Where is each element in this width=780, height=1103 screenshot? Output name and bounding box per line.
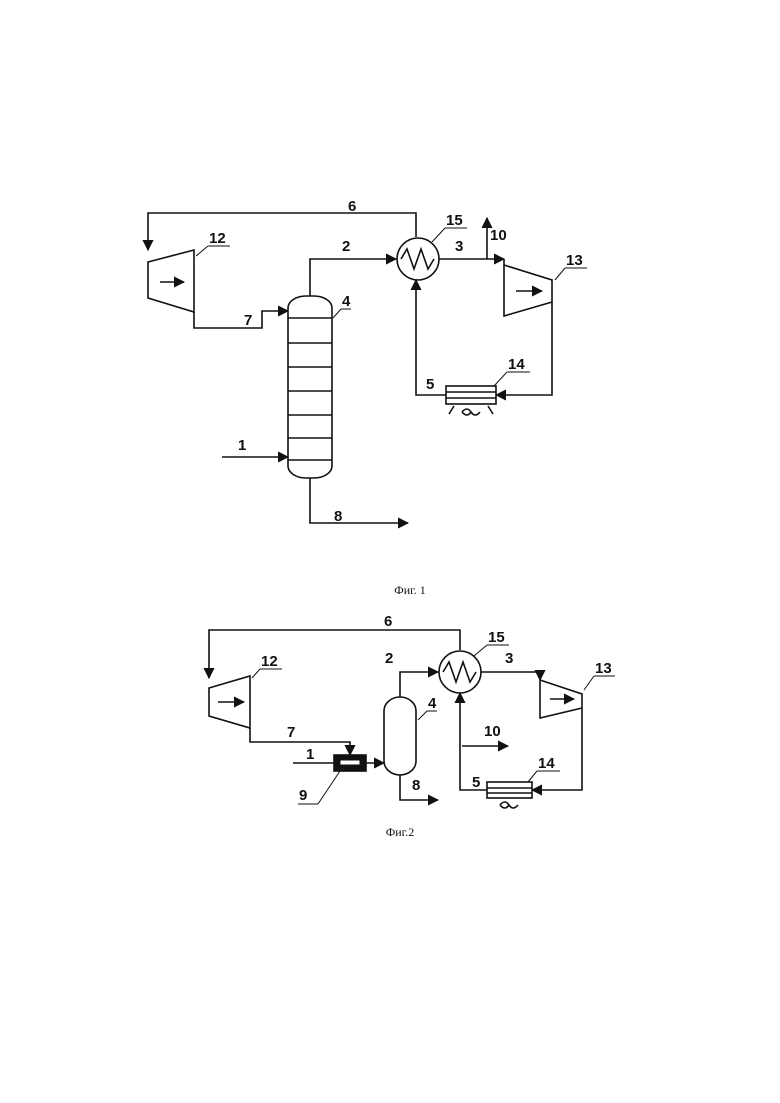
label-6: 6: [348, 198, 356, 215]
air-cooler-14: [446, 386, 496, 415]
label-15: 15: [488, 629, 505, 646]
expander-12: [148, 250, 194, 312]
stream-8-line: [310, 478, 408, 523]
stream-6-line: [209, 630, 460, 678]
label-8: 8: [334, 508, 342, 525]
label-1: 1: [306, 746, 314, 763]
label-4: 4: [342, 293, 351, 310]
label-2: 2: [342, 238, 350, 255]
label-9-leader: [318, 771, 340, 804]
label-13: 13: [566, 252, 583, 269]
label-14: 14: [538, 755, 555, 772]
figure-1-caption: Фиг. 1: [394, 583, 425, 597]
label-7: 7: [244, 312, 252, 329]
label-7: 7: [287, 724, 295, 741]
fan-icon: [500, 802, 518, 808]
figure-2-caption: Фиг.2: [386, 825, 414, 839]
label-12: 12: [261, 653, 278, 670]
figure-1: 6 15 10 12 2 3 13 4 7 14 5 1 8 Фиг. 1: [148, 198, 587, 597]
stream-3-line: [481, 672, 540, 680]
heat-exchanger-15: [439, 651, 481, 693]
label-9: 9: [299, 787, 307, 804]
stream-6-line: [148, 213, 416, 250]
heat-exchanger-15: [397, 238, 439, 280]
stream-2-line: [400, 672, 438, 697]
label-5: 5: [472, 774, 480, 791]
label-3: 3: [505, 650, 513, 667]
fan-icon: [462, 409, 480, 415]
label-2: 2: [385, 650, 393, 667]
label-13: 13: [595, 660, 612, 677]
stream-7-line: [194, 311, 288, 328]
heater-9: [334, 755, 366, 771]
label-5: 5: [426, 376, 434, 393]
label-14: 14: [508, 356, 525, 373]
label-10: 10: [490, 227, 507, 244]
stream-13-to-14: [532, 708, 582, 790]
stream-7-line: [250, 728, 350, 755]
figure-2: 6 15 2 3 12 13 4 7 10 1 14 5 8 9 Фиг.2: [209, 613, 615, 858]
label-3: 3: [455, 238, 463, 255]
label-10: 10: [484, 723, 501, 740]
column-4: [288, 296, 332, 478]
air-cooler-14: [487, 782, 532, 808]
separator-4: [384, 697, 416, 775]
label-1: 1: [238, 437, 246, 454]
label-12: 12: [209, 230, 226, 247]
label-6: 6: [384, 613, 392, 630]
label-15: 15: [446, 212, 463, 229]
label-4: 4: [428, 695, 437, 712]
stream-2-line: [310, 259, 396, 296]
label-8: 8: [412, 777, 420, 794]
